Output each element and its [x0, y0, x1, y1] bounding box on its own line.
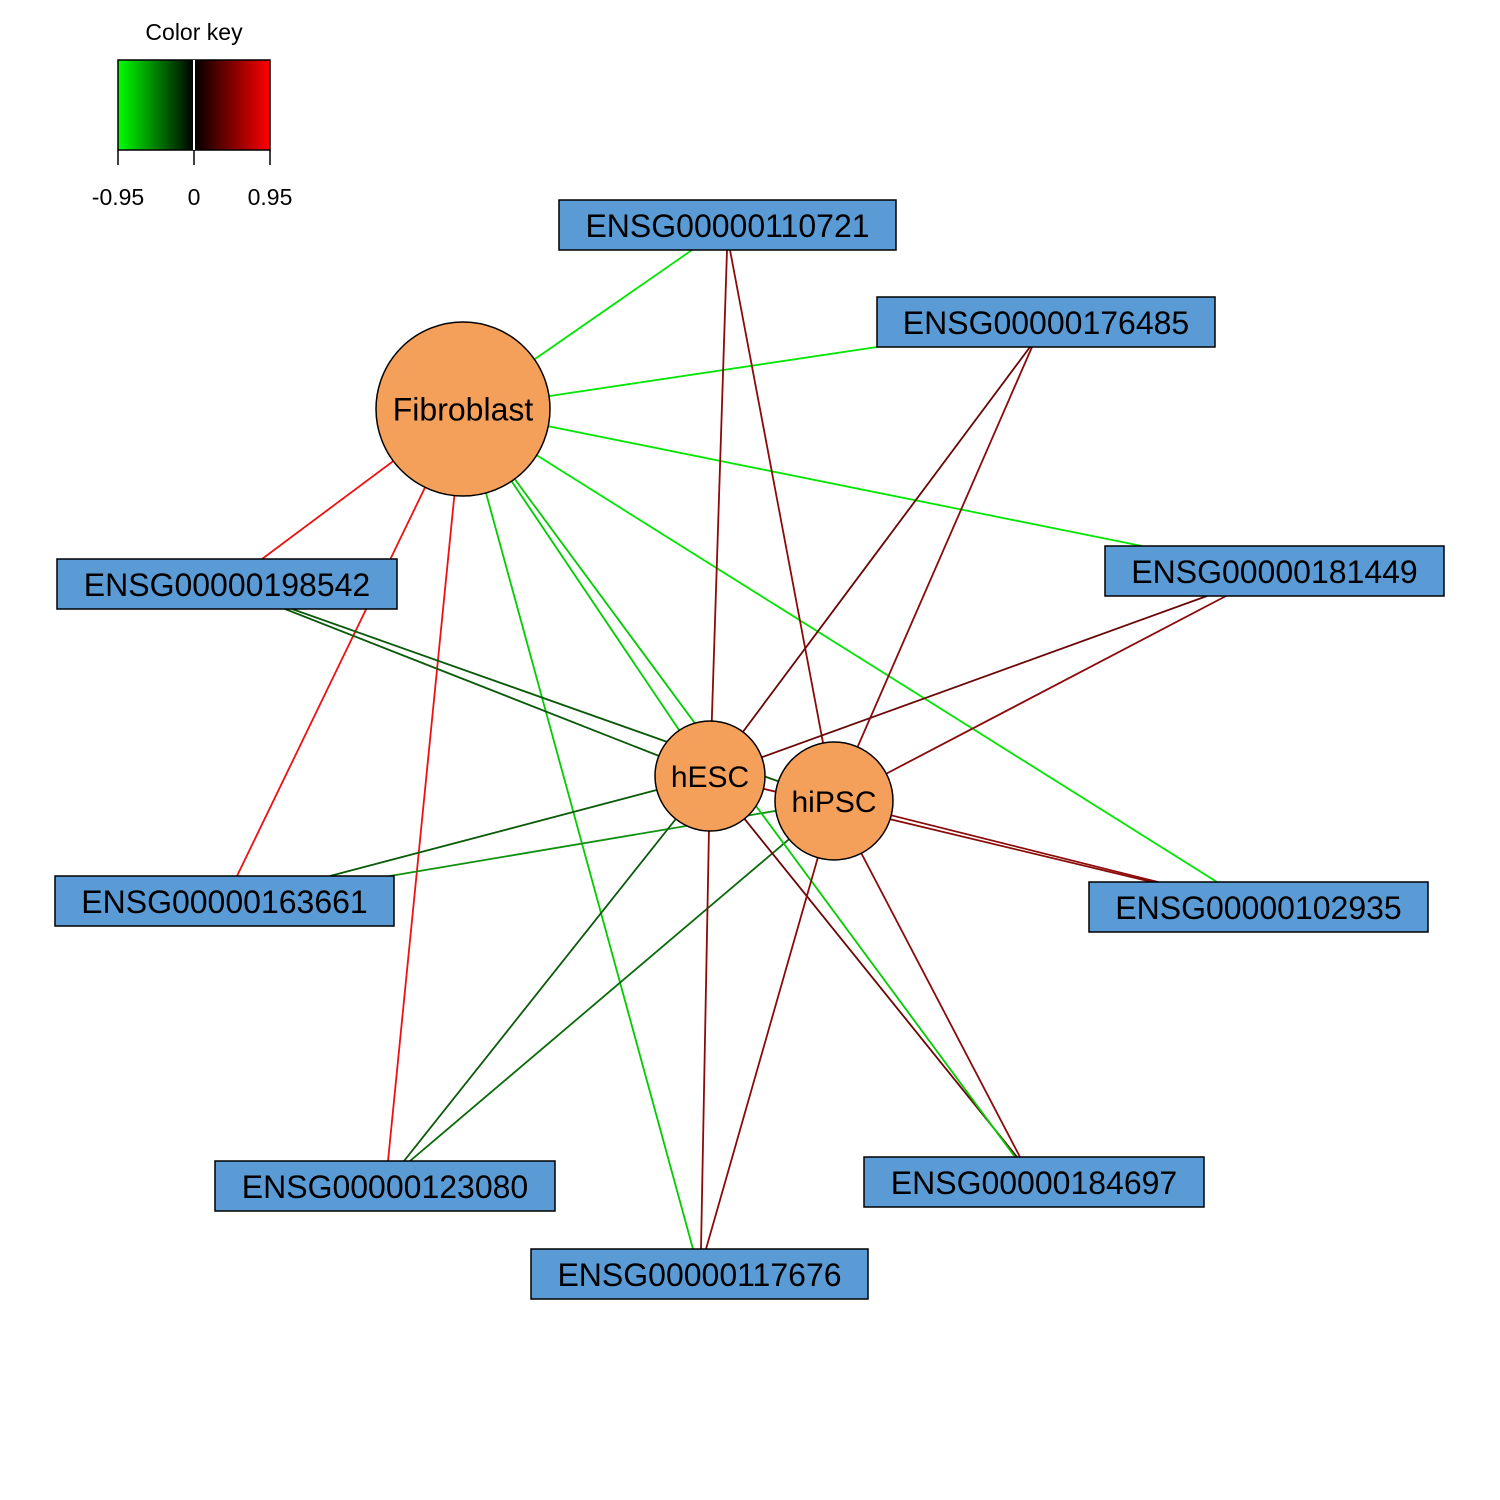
gene-label: ENSG00000181449 — [1131, 554, 1417, 590]
gene-box — [863, 1156, 1205, 1208]
edge-g163661-hipsc — [389, 800, 835, 877]
gene-label: ENSG00000110721 — [585, 208, 869, 244]
gene-node-g181449: ENSG00000181449 — [1104, 545, 1445, 597]
gene-box — [1088, 881, 1429, 933]
edge-g110721-hipsc — [729, 249, 835, 802]
gene-node-g163661: ENSG00000163661 — [54, 875, 395, 927]
gene-box — [530, 1248, 869, 1300]
sample-node-hipsc: hiPSC — [774, 741, 894, 861]
sample-label: hESC — [671, 761, 749, 794]
color-key-title: Color key — [145, 19, 243, 45]
edge-g184697-hipsc — [833, 800, 1021, 1158]
gene-box — [56, 558, 398, 610]
edge-g117676-hipsc — [705, 800, 835, 1250]
gene-label: ENSG00000163661 — [81, 884, 367, 920]
edge-g184697-hesc — [709, 775, 1018, 1158]
nodes: ENSG00000110721ENSG00000176485ENSG000001… — [54, 199, 1445, 1300]
sample-circle — [774, 741, 894, 861]
edge-g110721-hesc — [709, 249, 728, 777]
color-key: Color key -0.95 0 0.95 — [92, 19, 293, 210]
color-key-max-label: 0.95 — [248, 184, 293, 210]
gene-label: ENSG00000102935 — [1115, 890, 1401, 926]
gene-label: ENSG00000123080 — [242, 1169, 528, 1205]
gene-node-g117676: ENSG00000117676 — [530, 1248, 869, 1300]
color-key-mid-label: 0 — [188, 184, 201, 210]
edge-g181449-hipsc — [833, 595, 1227, 802]
edge-g181449-hesc — [709, 595, 1208, 777]
gene-label: ENSG00000117676 — [557, 1257, 841, 1293]
gene-label: ENSG00000198542 — [84, 567, 370, 603]
edge-fib-g117676 — [462, 408, 694, 1250]
color-key-min-label: -0.95 — [92, 184, 144, 210]
edge-g176485-hesc — [709, 346, 1031, 777]
edge-fib-g181449 — [462, 408, 1143, 547]
sample-circle — [375, 321, 551, 497]
edge-g123080-hesc — [403, 775, 711, 1162]
sample-label: Fibroblast — [393, 392, 534, 428]
edge-g198542-hesc — [284, 608, 711, 777]
gene-box — [214, 1160, 556, 1212]
sample-label: hiPSC — [791, 786, 876, 819]
edge-g176485-hipsc — [833, 346, 1033, 802]
gene-node-g176485: ENSG00000176485 — [876, 296, 1216, 348]
gene-box — [558, 199, 897, 251]
gene-node-g184697: ENSG00000184697 — [863, 1156, 1205, 1208]
edge-g117676-hesc — [700, 775, 711, 1250]
gene-label: ENSG00000176485 — [903, 305, 1189, 341]
gene-box — [876, 296, 1216, 348]
sample-node-fib: Fibroblast — [375, 321, 551, 497]
gene-node-g198542: ENSG00000198542 — [56, 558, 398, 610]
edge-g123080-hipsc — [409, 800, 835, 1162]
sample-node-hesc: hESC — [654, 720, 766, 832]
edge-fib-g102935 — [462, 408, 1218, 883]
gene-node-g123080: ENSG00000123080 — [214, 1160, 556, 1212]
edge-g163661-hesc — [329, 775, 711, 877]
gene-box — [54, 875, 395, 927]
gene-box — [1104, 545, 1445, 597]
gene-label: ENSG00000184697 — [891, 1165, 1177, 1201]
edge-fib-g123080 — [387, 408, 464, 1162]
gene-node-g102935: ENSG00000102935 — [1088, 881, 1429, 933]
sample-circle — [654, 720, 766, 832]
gene-node-g110721: ENSG00000110721 — [558, 199, 897, 251]
